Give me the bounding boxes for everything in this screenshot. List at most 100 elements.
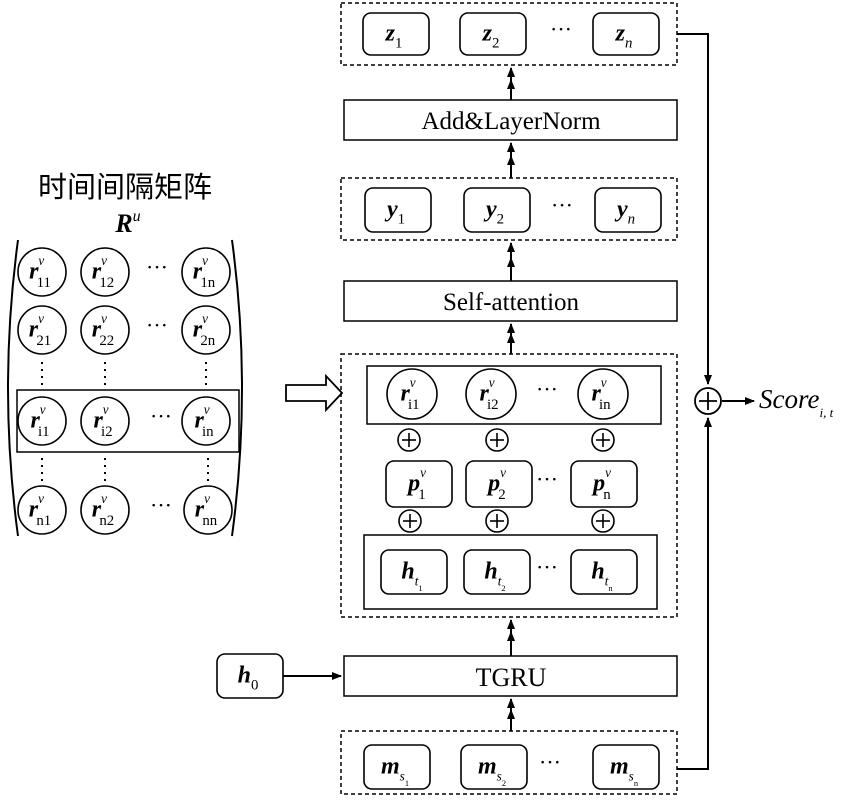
matrix-title: 时间间隔矩阵 [38, 170, 212, 204]
add-layernorm-label: Add&LayerNorm [421, 108, 601, 135]
z-output-label: z2 [482, 20, 500, 51]
r-row-box [366, 365, 662, 425]
matrix-cell-node [80, 247, 130, 297]
h-hidden-label: htn [591, 558, 613, 592]
plus-icon [398, 509, 422, 533]
plus-icons [397, 428, 615, 533]
m-input-label: ms1 [381, 753, 409, 787]
z-output-ellipsis: ··· [550, 17, 572, 42]
self-attention-label: Self-attention [443, 289, 580, 316]
h-hidden-node [570, 549, 638, 595]
y-attention-ellipsis: ··· [551, 193, 573, 218]
r-interval-node [386, 368, 438, 420]
plus-icon [591, 428, 615, 452]
p-position-node [570, 460, 638, 508]
matrix-symbol: Ru [114, 208, 140, 238]
matrix-cell-node [80, 396, 130, 446]
plus-icon [591, 509, 615, 533]
matrix-cell-node [80, 485, 130, 535]
y-attention-node [463, 187, 531, 233]
m-input-label: msn [610, 753, 639, 787]
matrix-cell-node [181, 396, 231, 446]
h0-label: h0 [238, 662, 259, 693]
y-attention-label: y1 [384, 196, 405, 227]
tgru-box [343, 655, 678, 697]
m-input-group [340, 730, 678, 795]
m-input-label: ms2 [478, 753, 506, 787]
z-output-label: z1 [385, 20, 403, 51]
z-output-node [362, 12, 430, 56]
y-attention-node [594, 187, 662, 233]
m-input-ellipsis: ··· [539, 750, 561, 775]
h-hidden-label: ht2 [484, 558, 505, 592]
h-row-box [363, 534, 658, 610]
combine-plus-icon [694, 387, 722, 415]
plus-icon [397, 428, 421, 452]
p-position-node [465, 460, 533, 508]
y-attention-label: y2 [483, 196, 504, 227]
matrix-right-paren [231, 239, 243, 537]
flow-arrows [283, 33, 755, 770]
matrix-cell-node [17, 305, 67, 355]
matrix-cell-node [80, 305, 130, 355]
matrix-ellipsis: ··· [150, 404, 172, 429]
matrix-cell-node [17, 396, 67, 446]
matrix-cell-node [17, 247, 67, 297]
matrix-cell-node [183, 485, 233, 535]
tgru-label: TGRU [476, 663, 547, 692]
r-interval-node [465, 368, 517, 420]
input-embedding-group [340, 353, 678, 618]
matrix-left-paren [7, 239, 19, 537]
h-hidden-label: ht1 [401, 558, 422, 592]
r-interval-node [577, 368, 629, 420]
h-hidden-node [380, 549, 448, 595]
self-attention-box [343, 280, 678, 322]
p-position-node [385, 460, 453, 508]
m-input-node [363, 744, 431, 790]
z-output-label: zn [615, 20, 633, 51]
m-input-node [460, 744, 528, 790]
m-input-node [592, 744, 660, 790]
r-interval-ellipsis: ··· [536, 377, 558, 402]
plus-icon [485, 509, 509, 533]
y-attention-label: yn [614, 196, 635, 227]
matrix-selected-row-box [16, 389, 240, 453]
matrix-cell-node [181, 305, 231, 355]
z-output-node [592, 12, 660, 56]
hollow-arrow-icon [285, 373, 344, 413]
matrix-ellipsis: ··· [146, 313, 168, 338]
h-hidden-node [463, 549, 531, 595]
score-label: Scorei, t [759, 384, 834, 420]
z-output-node [459, 12, 527, 56]
add-layernorm-box [343, 99, 678, 141]
p-position-ellipsis: ··· [536, 467, 558, 492]
matrix-ellipsis: ··· [150, 493, 172, 518]
y-attention-node [364, 187, 432, 233]
matrix-cell-node [17, 485, 67, 535]
h-hidden-ellipsis: ··· [536, 555, 558, 580]
matrix-ellipsis: ··· [146, 255, 168, 280]
y-attention-output-group [340, 177, 678, 241]
plus-icon [485, 428, 509, 452]
